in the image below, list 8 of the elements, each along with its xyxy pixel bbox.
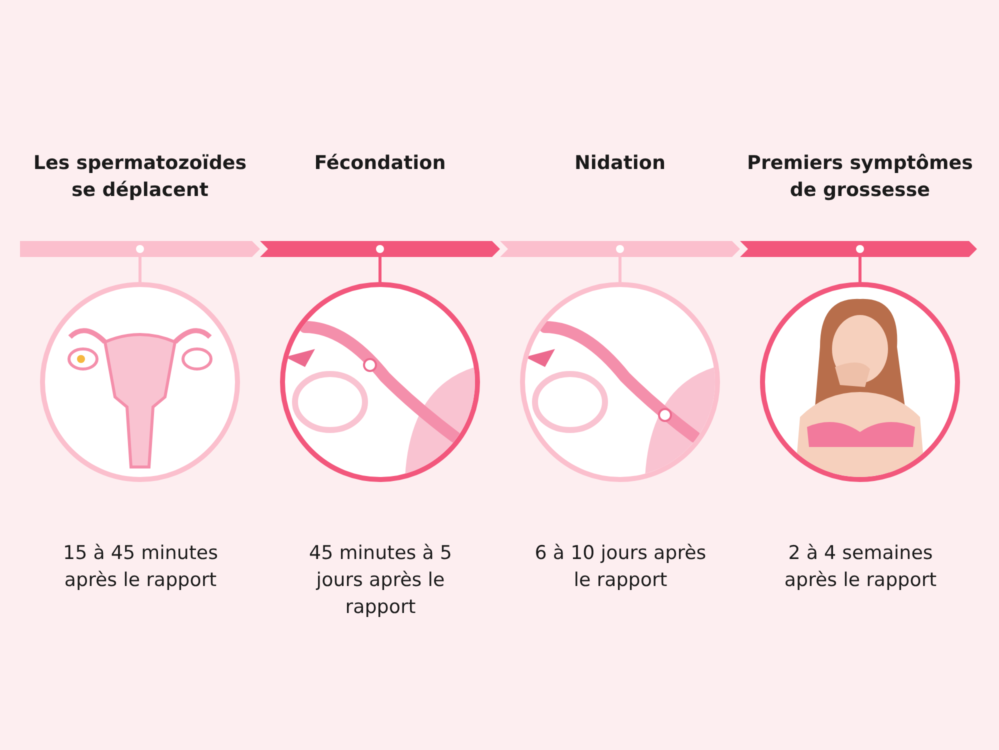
time-range: 2 à 4 semaines après le rapport: [783, 541, 938, 593]
time-range: 15 à 45 minutes après le rapport: [62, 541, 220, 593]
time-range: 45 minutes à 5 jours après le rapport: [308, 541, 453, 620]
stage-title: Nidation: [573, 151, 666, 176]
stage-title: Premiers symptômes de grossesse: [746, 151, 974, 203]
stage-title: Les spermatozoïdes se déplacent: [32, 151, 248, 203]
stage-title: Fécondation: [313, 151, 447, 176]
time-range: 6 à 10 jours après le rapport: [534, 541, 708, 593]
